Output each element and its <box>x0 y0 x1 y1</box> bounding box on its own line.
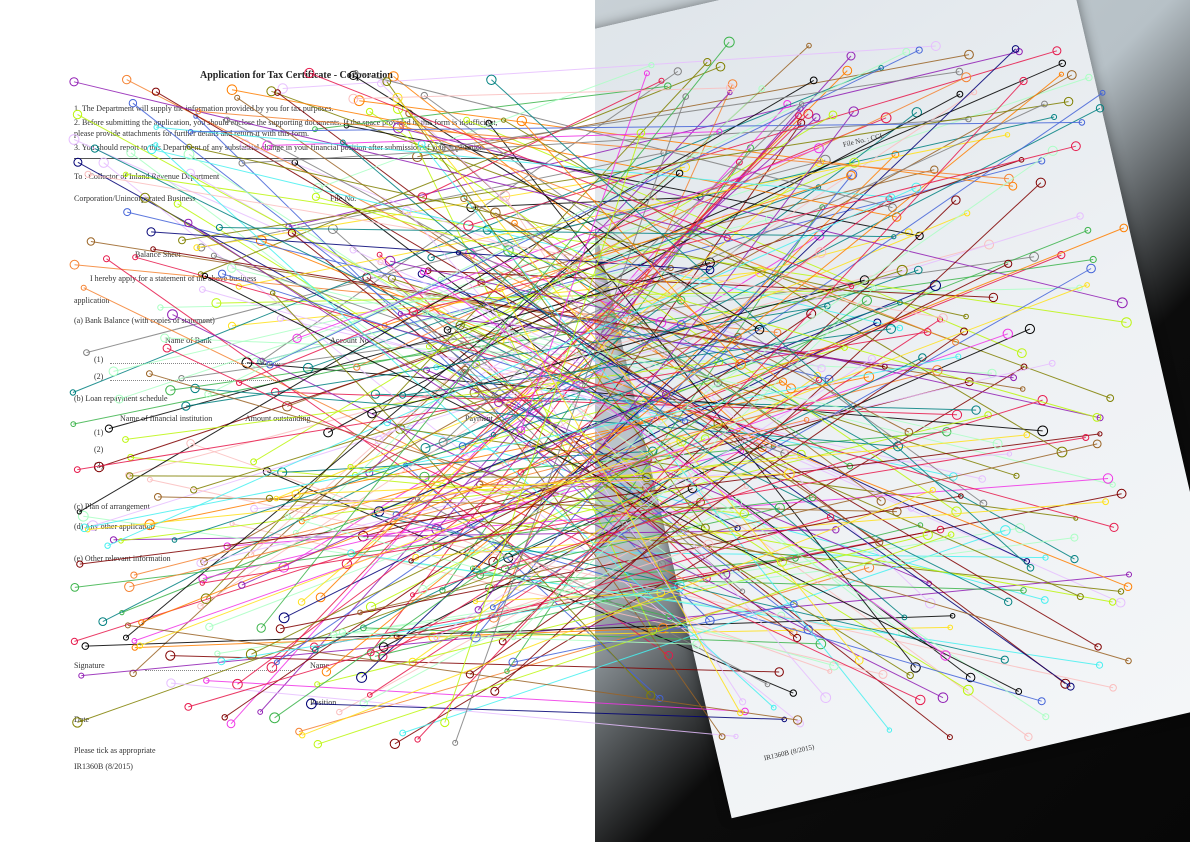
form-line: Name <box>310 661 330 670</box>
form-line: (b) Loan repayment schedule <box>74 394 168 403</box>
form-line: (c) Plan of arrangement <box>74 502 150 511</box>
form-line: Name of Bank <box>165 336 212 345</box>
form-line: (1) <box>94 428 104 437</box>
note-2b: please provide attachments for further d… <box>74 129 310 138</box>
form-line: I hereby apply for a statement of the ab… <box>90 274 257 283</box>
form-line: Position <box>310 698 337 707</box>
note-1: 1. The Department will supply the inform… <box>74 104 334 113</box>
blank-line <box>145 670 295 671</box>
form-line: (a) Bank Balance (with copies of stateme… <box>74 316 215 325</box>
form-line: (1) <box>94 355 104 364</box>
form-title: Application for Tax Certificate - Corpor… <box>200 70 393 81</box>
note-2: 2. Before submitting the application, yo… <box>74 118 498 127</box>
form-line: Name of financial institution <box>120 414 213 423</box>
photographed-document: File No. : CCL IR1360B (8/2015) <box>595 0 1190 842</box>
form-line: Payment <box>465 414 493 423</box>
form-line: Balance Sheet <box>135 250 181 259</box>
note-3: 3. You should report to this Department … <box>74 143 486 152</box>
form-line: Signature <box>74 661 105 670</box>
form-footer: IR1360B (8/2015) <box>74 762 133 771</box>
photo-footer: IR1360B (8/2015) <box>763 742 816 763</box>
form-line: Amount outstanding <box>245 414 311 423</box>
photo-file-no: File No. : CCL <box>842 131 885 149</box>
form-line: Please tick as appropriate <box>74 746 156 755</box>
to-line: To : Collector of Inland Revenue Departm… <box>74 172 220 181</box>
form-line: (2) <box>94 372 104 381</box>
divider <box>74 158 514 159</box>
form-line: (d) Any other application <box>74 522 155 531</box>
form-line: Account No. <box>330 336 371 345</box>
blank-line <box>110 363 280 364</box>
form-line: (3) <box>94 461 104 470</box>
form-line: Date <box>74 715 90 724</box>
form-line: (e) Other relevant information <box>74 554 171 563</box>
form-line: File No. <box>330 194 357 203</box>
blank-line <box>110 380 280 381</box>
form-line: Corporation/Unincorporated Business <box>74 194 196 203</box>
form-line: application <box>74 296 110 305</box>
reference-document: Application for Tax Certificate - Corpor… <box>74 70 514 771</box>
form-line: (2) <box>94 445 104 454</box>
